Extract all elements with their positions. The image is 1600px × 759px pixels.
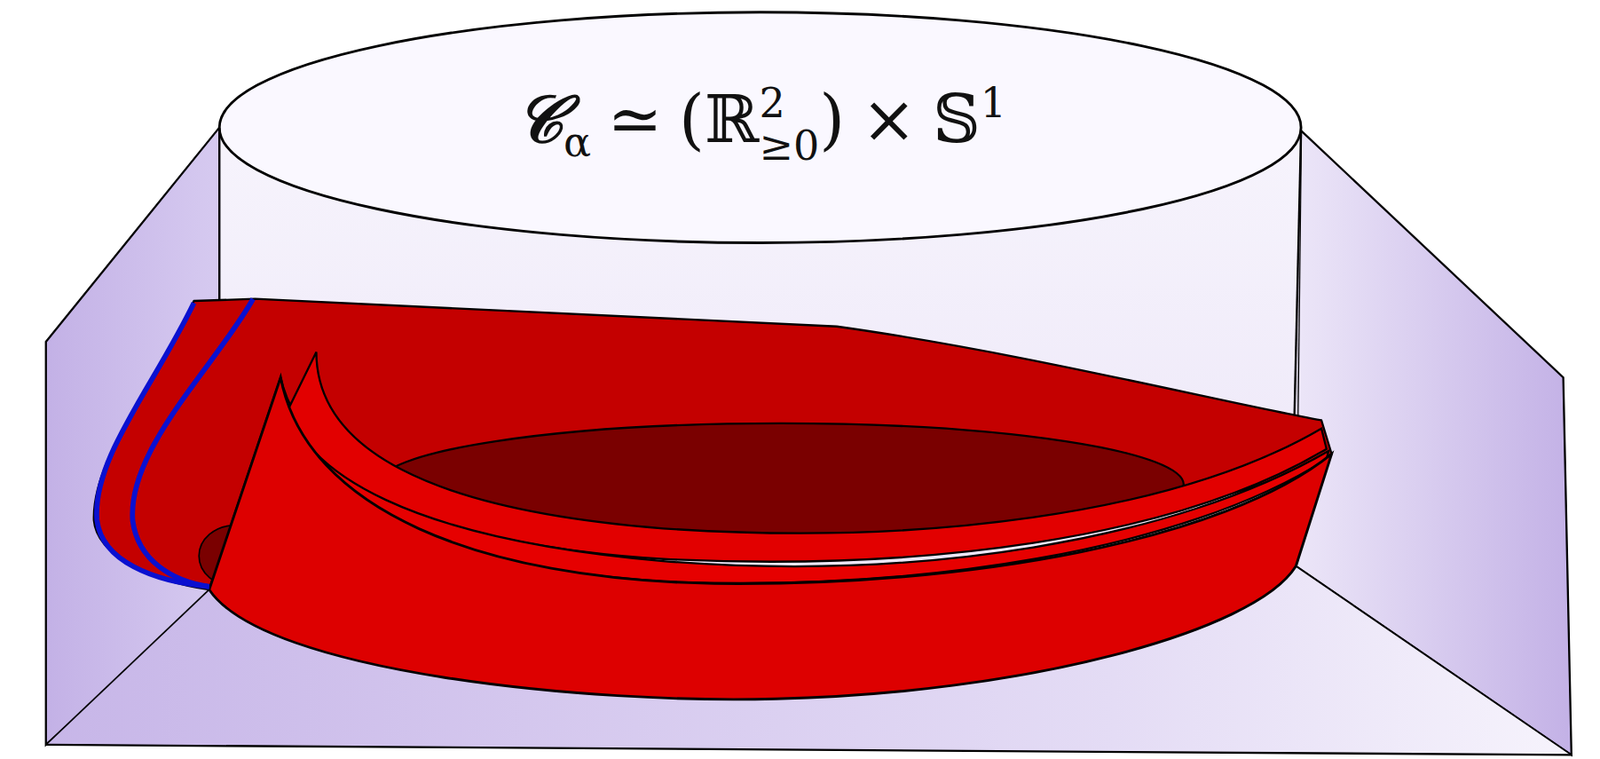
formula-part: (ℝ — [678, 80, 759, 158]
formula-part: ) — [819, 80, 845, 158]
formula-part: 1 — [980, 78, 1007, 127]
formula-part: 𝒞 — [515, 80, 564, 158]
formula-part: ≃ — [607, 80, 663, 158]
script-stack: 2≥0 — [758, 81, 820, 168]
formula-part: 𝕊 — [932, 80, 980, 158]
formula-part: ≥0 — [758, 124, 820, 167]
formula-part: × — [861, 80, 917, 158]
formula-part: α — [563, 118, 592, 166]
formula-label: 𝒞α ≃(ℝ2≥0)×𝕊1 — [515, 81, 1007, 168]
formula-part: 2 — [758, 81, 820, 125]
